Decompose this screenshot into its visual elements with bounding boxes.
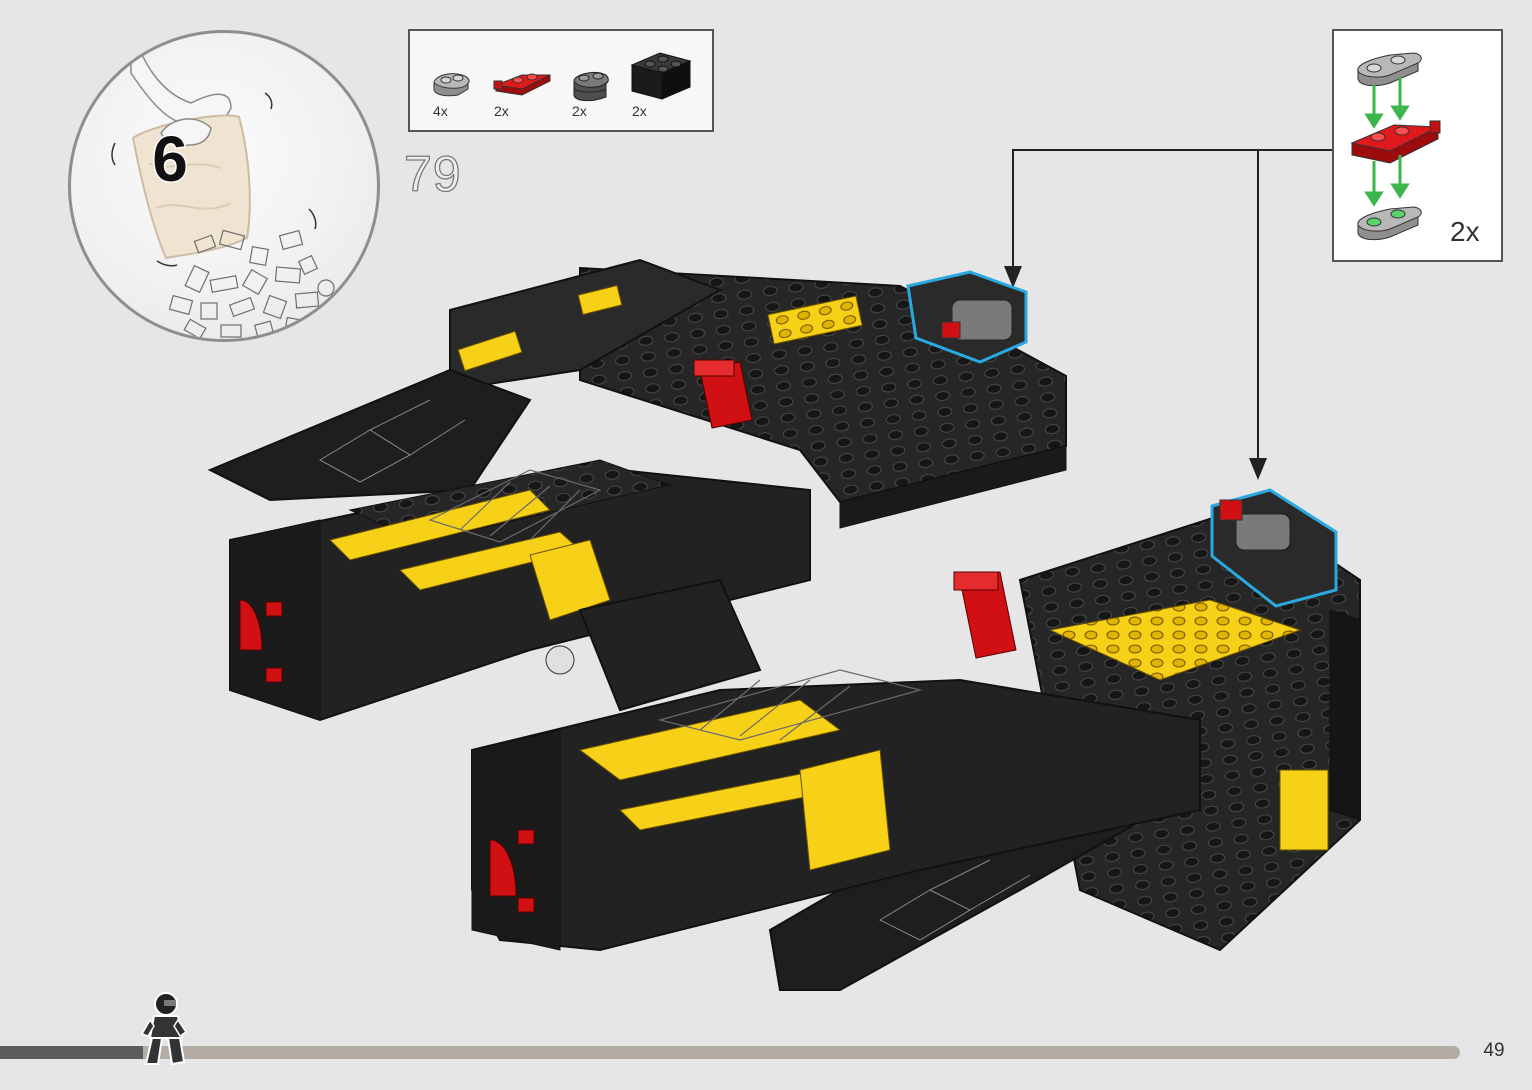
bag-number: 6 [140,124,200,194]
dark-gray-plate-icon [574,73,608,101]
part-quantity: 2x [632,103,647,119]
progress-bar [0,1046,1460,1059]
minifigure-icon [138,990,190,1070]
parts-list: 4x 2x 2x 2x [408,29,714,132]
light-gray-plate-icon [434,74,469,96]
subassembly-box: 2x [1332,29,1503,262]
parts-list-bricks [410,31,712,130]
subassembly-multiplier: 2x [1450,216,1480,248]
part-quantity: 4x [433,103,448,119]
model-illustration [200,250,1380,1020]
page-number: 49 [1474,1040,1514,1062]
part-quantity: 2x [572,103,587,119]
red-clip-plate-icon [494,74,550,95]
part-quantity: 2x [494,103,509,119]
black-brick-icon [632,53,690,99]
step-number: 79 [404,145,462,203]
progress-fill [0,1046,143,1059]
